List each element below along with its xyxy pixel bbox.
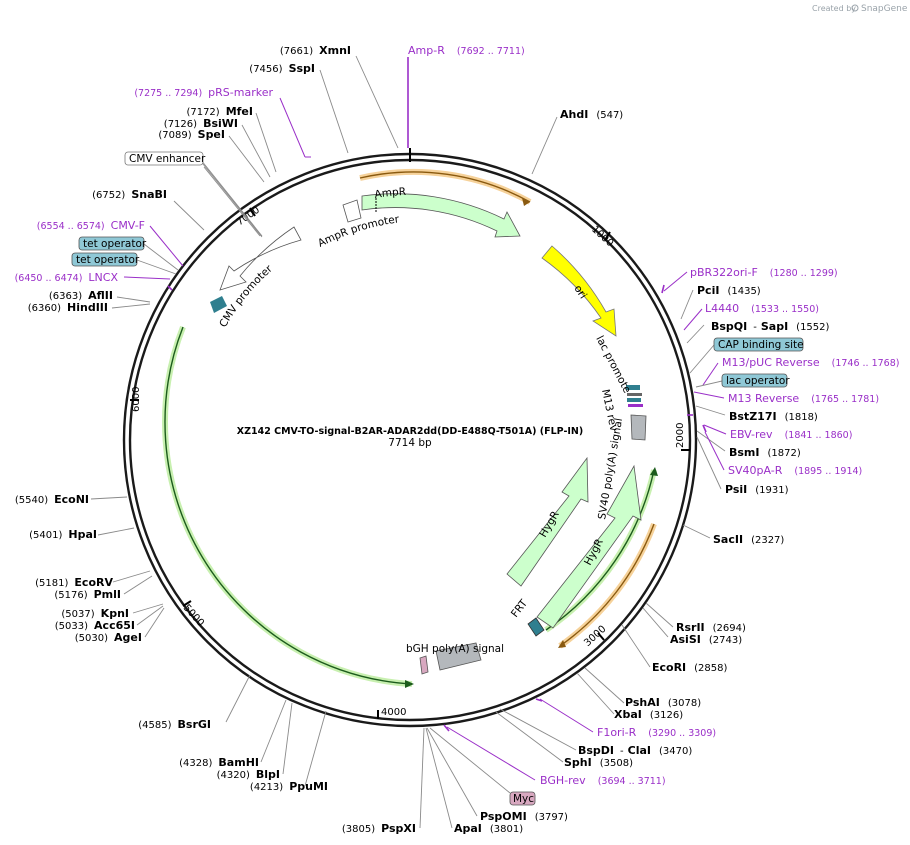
primer-lncx[interactable]: (6450 .. 6474)LNCX: [15, 271, 119, 284]
site-agei[interactable]: (5030)AgeI: [75, 631, 142, 644]
site-blpi[interactable]: (4320)BlpI: [217, 768, 280, 781]
plasmid-size: 7714 bp: [388, 437, 432, 449]
primer-ampr[interactable]: Amp-R(7692 .. 7711): [408, 44, 525, 57]
site-bsrgi[interactable]: (4585)BsrGI: [138, 718, 211, 731]
site-pcii[interactable]: PciI(1435): [697, 284, 761, 297]
cap-binding-site-label: CAP binding site: [718, 339, 804, 351]
site-xbai[interactable]: XbaI(3126): [614, 708, 683, 721]
site-bspqi[interactable]: BspQI-SapI(1552): [711, 320, 830, 333]
site-spei[interactable]: (7089)SpeI: [158, 128, 225, 141]
site-sspi[interactable]: (7456)SspI: [249, 62, 315, 75]
primer-ticks: [167, 284, 707, 732]
site-ppumi[interactable]: (4213)PpuMI: [250, 780, 328, 793]
site-sphi[interactable]: SphI(3508): [564, 756, 633, 769]
hindiii-region-marker: [210, 296, 227, 313]
frt-marker[interactable]: [527, 617, 545, 637]
bgh-polya-box[interactable]: [435, 642, 482, 671]
tet-operator-label-2: tet operator: [76, 254, 140, 266]
site-bsiwi[interactable]: (7126)BsiWI: [164, 117, 238, 130]
site-psha[interactable]: PshAI(3078): [625, 696, 701, 709]
site-hpai[interactable]: (5401)HpaI: [29, 528, 97, 541]
lac-region-marker-1: [626, 385, 640, 390]
cap-binding-site-box[interactable]: [713, 337, 804, 352]
site-hindiii[interactable]: (6360)HindIII: [28, 301, 108, 314]
tet-operator-box-2[interactable]: [71, 252, 138, 267]
bgh-polya-label: bGH poly(A) signal: [406, 643, 504, 655]
site-econi[interactable]: (5540)EcoNI: [15, 493, 89, 506]
lac-region-marker-2: [627, 393, 642, 396]
sv40-polya-box[interactable]: [630, 414, 647, 441]
primer-f1ori-r[interactable]: F1ori-R(3290 .. 3309): [597, 726, 716, 739]
site-pspxi[interactable]: (3805)PspXI: [342, 822, 416, 835]
tet-operator-box-1[interactable]: [78, 236, 145, 251]
site-ahdi[interactable]: AhdI(547): [560, 108, 623, 121]
ruler-2000: 2000: [675, 423, 686, 448]
credit-text: Created by: [812, 4, 856, 13]
site-labels-left: (7661)XmnI (7456)SspI (7172)MfeI (7126)B…: [15, 44, 416, 835]
primer-cmv-f[interactable]: (6554 .. 6574)CMV-F: [37, 219, 145, 232]
primer-sv40pa-r[interactable]: SV40pA-R(1895 .. 1914): [728, 464, 862, 477]
site-apai[interactable]: ApaI(3801): [454, 822, 523, 835]
site-sacii[interactable]: SacII(2327): [713, 533, 784, 546]
tet-operator-label-1: tet operator: [83, 238, 147, 250]
ruler-6000: 6000: [131, 387, 142, 412]
site-ecori[interactable]: EcoRI(2858): [652, 661, 728, 674]
svg-text:CMV promoter: CMV promoter: [217, 262, 275, 329]
site-asisi[interactable]: AsiSI(2743): [670, 633, 742, 646]
cmv-promoter-label: CMV promoter: [217, 262, 275, 329]
primer-bgh-rev[interactable]: BGH-rev(3694 .. 3711): [540, 774, 666, 787]
plasmid-name: XZ142 CMV-TO-signal-B2AR-ADAR2dd(DD-E488…: [237, 426, 583, 437]
site-rsrii[interactable]: RsrII(2694): [676, 621, 746, 634]
site-snabi[interactable]: (6752)SnaBI: [92, 188, 167, 201]
green-ring-left: [162, 325, 413, 687]
site-labels-right: AhdI(547) PciI(1435) BspQI-SapI(1552) Bs…: [454, 108, 830, 835]
ampr-arrow[interactable]: [361, 193, 521, 238]
site-aflii[interactable]: (6363)AflII: [49, 289, 113, 302]
ruler-4000: 4000: [381, 707, 406, 718]
primer-pbr322ori-f[interactable]: pBR322ori-F(1280 .. 1299): [690, 266, 838, 279]
frt-label: FRT: [509, 597, 531, 620]
primer-labels: Amp-R(7692 .. 7711) (7275 .. 7294)pRS-ma…: [15, 44, 900, 787]
primer-l4440[interactable]: L4440(1533 .. 1550): [705, 302, 819, 315]
lac-region-marker-3: [627, 398, 641, 402]
site-leaders: [90, 55, 726, 829]
hygr-arrow-1[interactable]: [506, 456, 589, 587]
site-psii[interactable]: PsiI(1931): [725, 483, 789, 496]
site-bamhi[interactable]: (4328)BamHI: [179, 756, 259, 769]
site-acc65i[interactable]: (5033)Acc65I: [55, 619, 135, 632]
myc-label: Myc: [513, 793, 534, 805]
snapgene-logo-icon: [851, 4, 859, 12]
credit-brand: SnapGene: [861, 4, 908, 14]
site-bsmi[interactable]: BsmI(1872): [729, 446, 801, 459]
ori-arrow[interactable]: [541, 245, 617, 337]
cmv-enhancer-label: CMV enhancer: [129, 153, 206, 165]
hygr-arrow-2[interactable]: [536, 464, 642, 629]
site-pspomi[interactable]: PspOMI(3797): [480, 810, 568, 823]
site-mfei[interactable]: (7172)MfeI: [186, 105, 253, 118]
primer-m13-puc-reverse[interactable]: M13/pUC Reverse(1746 .. 1768): [722, 356, 899, 369]
lac-operator-box[interactable]: [721, 373, 788, 388]
myc-box[interactable]: [509, 791, 536, 806]
boxed-labels: CMV enhancer tet operator tet operator C…: [71, 151, 804, 806]
primer-m13-reverse[interactable]: M13 Reverse(1765 .. 1781): [728, 392, 879, 405]
site-pmli[interactable]: (5176)PmlI: [54, 588, 121, 601]
ampr-promoter-arrow[interactable]: [342, 199, 362, 223]
primer-prs-marker[interactable]: (7275 .. 7294)pRS-marker: [134, 86, 273, 99]
myc-marker: [419, 655, 429, 675]
lac-region-marker-4: [628, 404, 643, 407]
snapgene-credit: Created by SnapGene: [812, 4, 908, 14]
primer-ebv-rev[interactable]: EBV-rev(1841 .. 1860): [730, 428, 852, 441]
site-bspdi[interactable]: BspDI-ClaI(3470): [578, 744, 692, 757]
cmv-promoter-arrow[interactable]: [219, 226, 302, 291]
site-xmni[interactable]: (7661)XmnI: [280, 44, 351, 57]
cmv-enhancer-box[interactable]: [124, 151, 204, 166]
site-bstz17i[interactable]: BstZ17I(1818): [729, 410, 818, 423]
lac-operator-label: lac operator: [726, 375, 790, 387]
site-kpni[interactable]: (5037)KpnI: [61, 607, 129, 620]
primer-leaders: [123, 57, 727, 781]
ampr-label: AmpR: [374, 186, 407, 201]
site-ecorv[interactable]: (5181)EcoRV: [35, 576, 113, 589]
svg-text:AmpR: AmpR: [374, 186, 407, 201]
